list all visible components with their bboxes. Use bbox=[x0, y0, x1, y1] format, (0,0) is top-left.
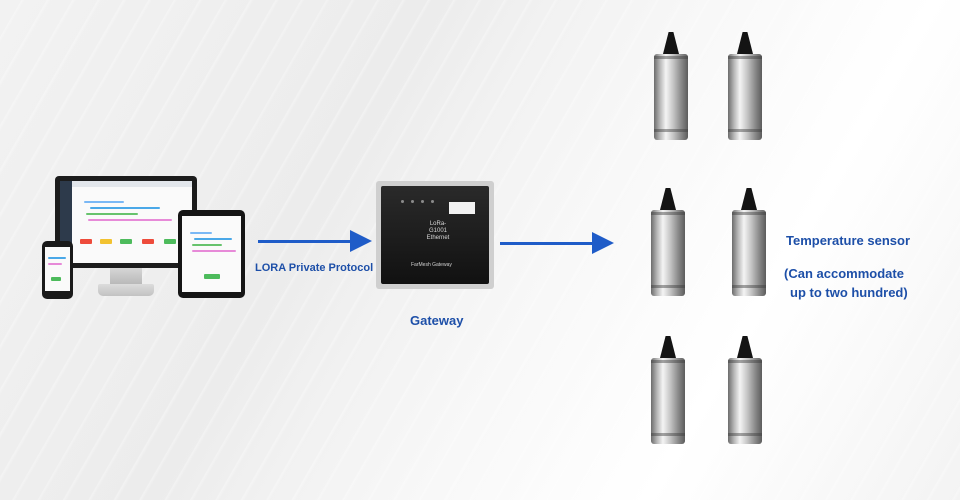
temperature-sensor bbox=[728, 32, 762, 142]
sensor-ring bbox=[651, 433, 685, 436]
tablet-bar bbox=[192, 244, 222, 246]
sensor-ring bbox=[654, 56, 688, 59]
desktop-monitor bbox=[55, 176, 197, 268]
sensor-tip bbox=[663, 32, 679, 54]
gateway-model-name: LoRa-G1001 bbox=[428, 221, 447, 234]
led-indicator bbox=[401, 200, 404, 203]
phone-status bbox=[51, 277, 61, 281]
monitor-stand bbox=[110, 268, 142, 284]
temperature-sensor bbox=[654, 32, 688, 142]
sensor-tip bbox=[660, 336, 676, 358]
dashboard-header bbox=[72, 181, 192, 187]
status-block bbox=[120, 239, 132, 244]
phone-screen bbox=[45, 247, 70, 291]
gateway-label: Gateway bbox=[410, 313, 464, 328]
sensor-ring bbox=[728, 129, 762, 132]
sensor-tip bbox=[741, 188, 757, 210]
sensor-capacity-label: (Can accommodate bbox=[784, 266, 904, 281]
tablet-bar bbox=[190, 232, 212, 234]
sensor-tip bbox=[737, 336, 753, 358]
dashboard-screen bbox=[60, 181, 192, 263]
temperature-sensor bbox=[651, 188, 685, 298]
arrow-head bbox=[592, 232, 614, 254]
sensor-ring bbox=[728, 433, 762, 436]
sensor-ring bbox=[651, 285, 685, 288]
tablet-screen bbox=[182, 216, 241, 292]
tablet-bar bbox=[194, 238, 232, 240]
temperature-sensor bbox=[732, 188, 766, 298]
temperature-sensor bbox=[728, 336, 762, 446]
sensor-body bbox=[651, 210, 685, 296]
status-block bbox=[142, 239, 154, 244]
temperature-sensor bbox=[651, 336, 685, 446]
gateway-brand: FarMesh Gateway bbox=[411, 262, 452, 268]
phone-bar bbox=[48, 257, 66, 259]
tablet-device bbox=[178, 210, 245, 298]
gateway-device: LoRa-G1001 Ethernet FarMesh Gateway bbox=[381, 186, 489, 284]
led-indicator bbox=[431, 200, 434, 203]
sensor-tip bbox=[660, 188, 676, 210]
tablet-status bbox=[204, 274, 220, 279]
status-block bbox=[164, 239, 176, 244]
phone-bar bbox=[48, 263, 62, 265]
status-block bbox=[80, 239, 92, 244]
gateway-model: LoRa-G1001 Ethernet bbox=[421, 221, 455, 242]
sensor-body bbox=[732, 210, 766, 296]
monitor-base bbox=[98, 284, 154, 296]
sensor-capacity-label-2: up to two hundred) bbox=[790, 285, 908, 300]
protocol-label: LORA Private Protocol bbox=[255, 262, 374, 274]
sensor-body bbox=[651, 358, 685, 444]
sensor-ring bbox=[728, 56, 762, 59]
sensor-ring bbox=[654, 129, 688, 132]
led-indicator bbox=[421, 200, 424, 203]
sensor-tip bbox=[737, 32, 753, 54]
dashboard-bar bbox=[90, 207, 160, 209]
sensor-body bbox=[728, 54, 762, 140]
sensor-body bbox=[728, 358, 762, 444]
dashboard-bar bbox=[86, 213, 138, 215]
barcode-sticker bbox=[449, 202, 475, 214]
dashboard-bar bbox=[88, 219, 172, 221]
sensor-ring bbox=[732, 212, 766, 215]
sensor-ring bbox=[732, 285, 766, 288]
tablet-bar bbox=[192, 250, 236, 252]
gateway-model-sub: Ethernet bbox=[426, 235, 450, 241]
arrow-shaft bbox=[500, 242, 596, 245]
sensor-ring bbox=[651, 360, 685, 363]
dashboard-bar bbox=[84, 201, 124, 203]
arrow-head bbox=[350, 230, 372, 252]
sensor-title-label: Temperature sensor bbox=[786, 233, 911, 248]
sensor-ring bbox=[728, 360, 762, 363]
arrow-shaft bbox=[258, 240, 354, 243]
phone-device bbox=[42, 241, 73, 299]
sensor-body bbox=[654, 54, 688, 140]
led-indicator bbox=[411, 200, 414, 203]
status-block bbox=[100, 239, 112, 244]
sensor-ring bbox=[651, 212, 685, 215]
